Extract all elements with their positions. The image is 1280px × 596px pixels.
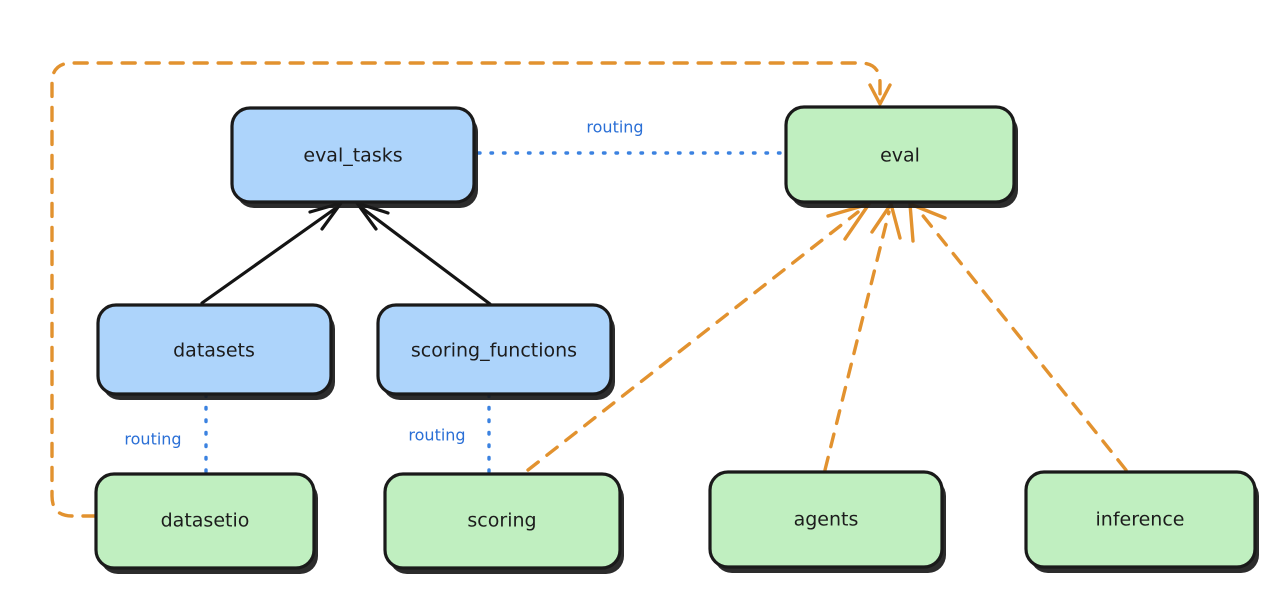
node-scoring-label: scoring <box>467 510 536 532</box>
node-scoring-functions-label: scoring_functions <box>411 340 577 362</box>
node-inference-label: inference <box>1096 509 1185 531</box>
node-datasets-box <box>96 303 333 396</box>
node-agents-box <box>708 470 944 569</box>
node-eval-tasks-label: eval_tasks <box>303 145 402 167</box>
node-scoring-box <box>383 472 622 570</box>
edge-datasets-evaltasks[interactable] <box>200 201 343 305</box>
node-eval[interactable]: eval <box>784 105 1018 208</box>
node-eval-tasks-box <box>230 106 476 204</box>
node-agents[interactable]: agents <box>708 470 946 573</box>
edge-label-layer: routing routing routing <box>124 118 643 449</box>
edge-agents-eval[interactable] <box>823 202 902 472</box>
node-inference[interactable]: inference <box>1024 470 1259 573</box>
edge-inference-eval-path <box>918 210 1128 472</box>
edge-datasetio-eval[interactable] <box>50 61 892 518</box>
edge-label-routing-evaltasks-eval: routing <box>586 118 643 137</box>
node-datasets[interactable]: datasets <box>96 303 335 400</box>
edge-scoringfunctions-evaltasks[interactable] <box>355 201 492 306</box>
node-datasets-label: datasets <box>173 340 255 362</box>
edge-label-routing-datasets-datasetio: routing <box>124 430 181 449</box>
edge-label-routing-scoringfunctions-scoring: routing <box>408 426 465 445</box>
node-eval-tasks[interactable]: eval_tasks <box>230 106 478 208</box>
edge-agents-eval-path <box>823 210 891 472</box>
node-datasetio-label: datasetio <box>161 510 250 532</box>
node-agents-label: agents <box>794 509 859 531</box>
node-datasetio[interactable]: datasetio <box>94 472 318 574</box>
edge-scoring-eval-arrowhead <box>826 202 871 241</box>
edge-layer <box>50 61 1128 518</box>
edge-datasetio-eval-path <box>50 61 882 518</box>
edge-datasets-evaltasks-path <box>200 206 338 305</box>
node-eval-box <box>784 105 1016 204</box>
edge-agents-eval-arrowhead <box>870 202 902 240</box>
edge-scoringfunctions-evaltasks-path <box>360 206 492 306</box>
node-datasetio-box <box>94 472 316 570</box>
node-eval-label: eval <box>880 145 920 167</box>
node-inference-box <box>1024 470 1257 569</box>
edge-inference-eval[interactable] <box>908 202 1128 472</box>
node-scoring[interactable]: scoring <box>383 472 624 574</box>
edge-datasetio-eval-arrowhead <box>868 83 892 106</box>
node-scoring-functions[interactable]: scoring_functions <box>376 303 615 400</box>
node-scoring-functions-box <box>376 303 613 396</box>
edge-scoring-eval-path <box>526 210 860 472</box>
node-layer: eval_tasks eval datasets scoring_functio… <box>94 105 1259 574</box>
